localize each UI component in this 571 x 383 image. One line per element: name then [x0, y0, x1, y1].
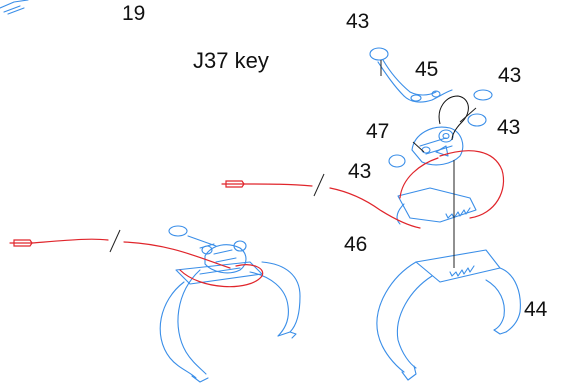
callout-43-top: 43 [346, 10, 369, 33]
part-47-key-body [411, 126, 464, 166]
diagram-title: J37 key [193, 48, 269, 73]
callout-47: 47 [366, 120, 389, 143]
callout-19: 19 [122, 2, 145, 25]
callout-43-left: 43 [348, 160, 371, 183]
left-assembly-wiring [9, 238, 264, 288]
part-43-discs [388, 89, 493, 168]
black-wire-coil [438, 95, 469, 141]
part-46-plate [396, 187, 477, 225]
callout-43-right-top: 43 [498, 64, 521, 87]
right-break-mark [313, 173, 325, 197]
part-19-fragment [0, 0, 29, 15]
right-assembly-wiring [221, 150, 504, 229]
callout-43-right-mid: 43 [497, 116, 520, 139]
part-44-wrist-band [376, 249, 521, 381]
callout-44: 44 [524, 298, 548, 321]
left-break-mark [109, 229, 121, 253]
part-45-arm [369, 47, 453, 103]
leader-lines [380, 60, 477, 268]
callout-46: 46 [344, 233, 367, 256]
callout-45: 45 [415, 58, 438, 81]
left-wrist-band [159, 225, 301, 383]
